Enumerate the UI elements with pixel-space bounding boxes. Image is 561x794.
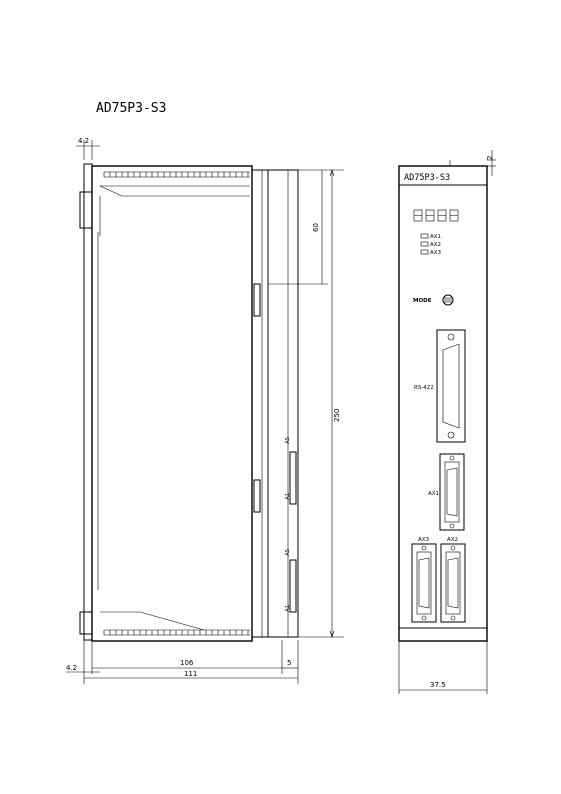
mode-label: MODE [413, 298, 432, 304]
drawing-title: AD75P3-S3 [96, 101, 166, 116]
rear-tab-lower [253, 479, 261, 513]
segment-display [413, 209, 459, 222]
dim-height: 250 [333, 409, 341, 422]
ax1-connector [439, 453, 465, 531]
ax1-label: AX1 [428, 491, 439, 497]
side-front-bracket [267, 169, 299, 638]
side-body-outline [91, 165, 253, 642]
led-label-ax2: AX2 [430, 242, 441, 248]
side-dimensions: 4.2 250 60 106 5 111 4.2 [66, 137, 344, 684]
front-panel-outline [398, 165, 488, 642]
side-mark-1: A5 [285, 436, 291, 444]
front-title: AD75P3-S3 [404, 173, 450, 183]
bottom-ribs [100, 611, 250, 636]
mode-switch[interactable] [442, 294, 454, 306]
dim-width: 37.5 [430, 681, 446, 689]
ax2-connector [440, 543, 466, 623]
side-connector-ax1 [289, 451, 297, 505]
led-ax1 [420, 233, 429, 239]
dim-top-offset: 4.2 [78, 137, 89, 145]
dim-bottom-offset: 4.2 [66, 664, 77, 672]
dim-depth-total: 111 [184, 670, 197, 678]
rear-tab-upper [253, 283, 261, 317]
dim-depth-body: 106 [180, 659, 194, 667]
side-view: A5 A1 A5 A1 [79, 163, 299, 642]
rs422-label: RS-422 [414, 385, 434, 391]
side-connector-ax2 [289, 559, 297, 613]
dim-front-offset: 2 [486, 156, 494, 160]
side-mark-4: A1 [285, 605, 291, 612]
dim-rear-gap: 5 [287, 659, 291, 667]
side-mark-3: A5 [285, 548, 291, 556]
led-ax2 [420, 241, 429, 247]
led-label-ax3: AX3 [430, 250, 442, 256]
side-rear-panel [251, 169, 269, 638]
ax3-connector [411, 543, 437, 623]
side-bottom-hook [79, 611, 93, 635]
led-ax3 [420, 249, 429, 255]
dim-upper-section: 60 [312, 223, 320, 232]
ax2-label: AX2 [447, 537, 458, 543]
ax3-label: AX3 [418, 537, 430, 543]
led-label-ax1: AX1 [430, 234, 441, 240]
side-top-hook [79, 191, 93, 229]
front-dimensions: 2 37.5 [398, 150, 496, 694]
top-ribs [99, 171, 250, 197]
front-view: AD75P3-S3 AX1 AX2 AX3 MODE RS-422 [398, 160, 488, 642]
rs422-connector [436, 329, 466, 443]
side-mark-2: A1 [285, 493, 291, 500]
